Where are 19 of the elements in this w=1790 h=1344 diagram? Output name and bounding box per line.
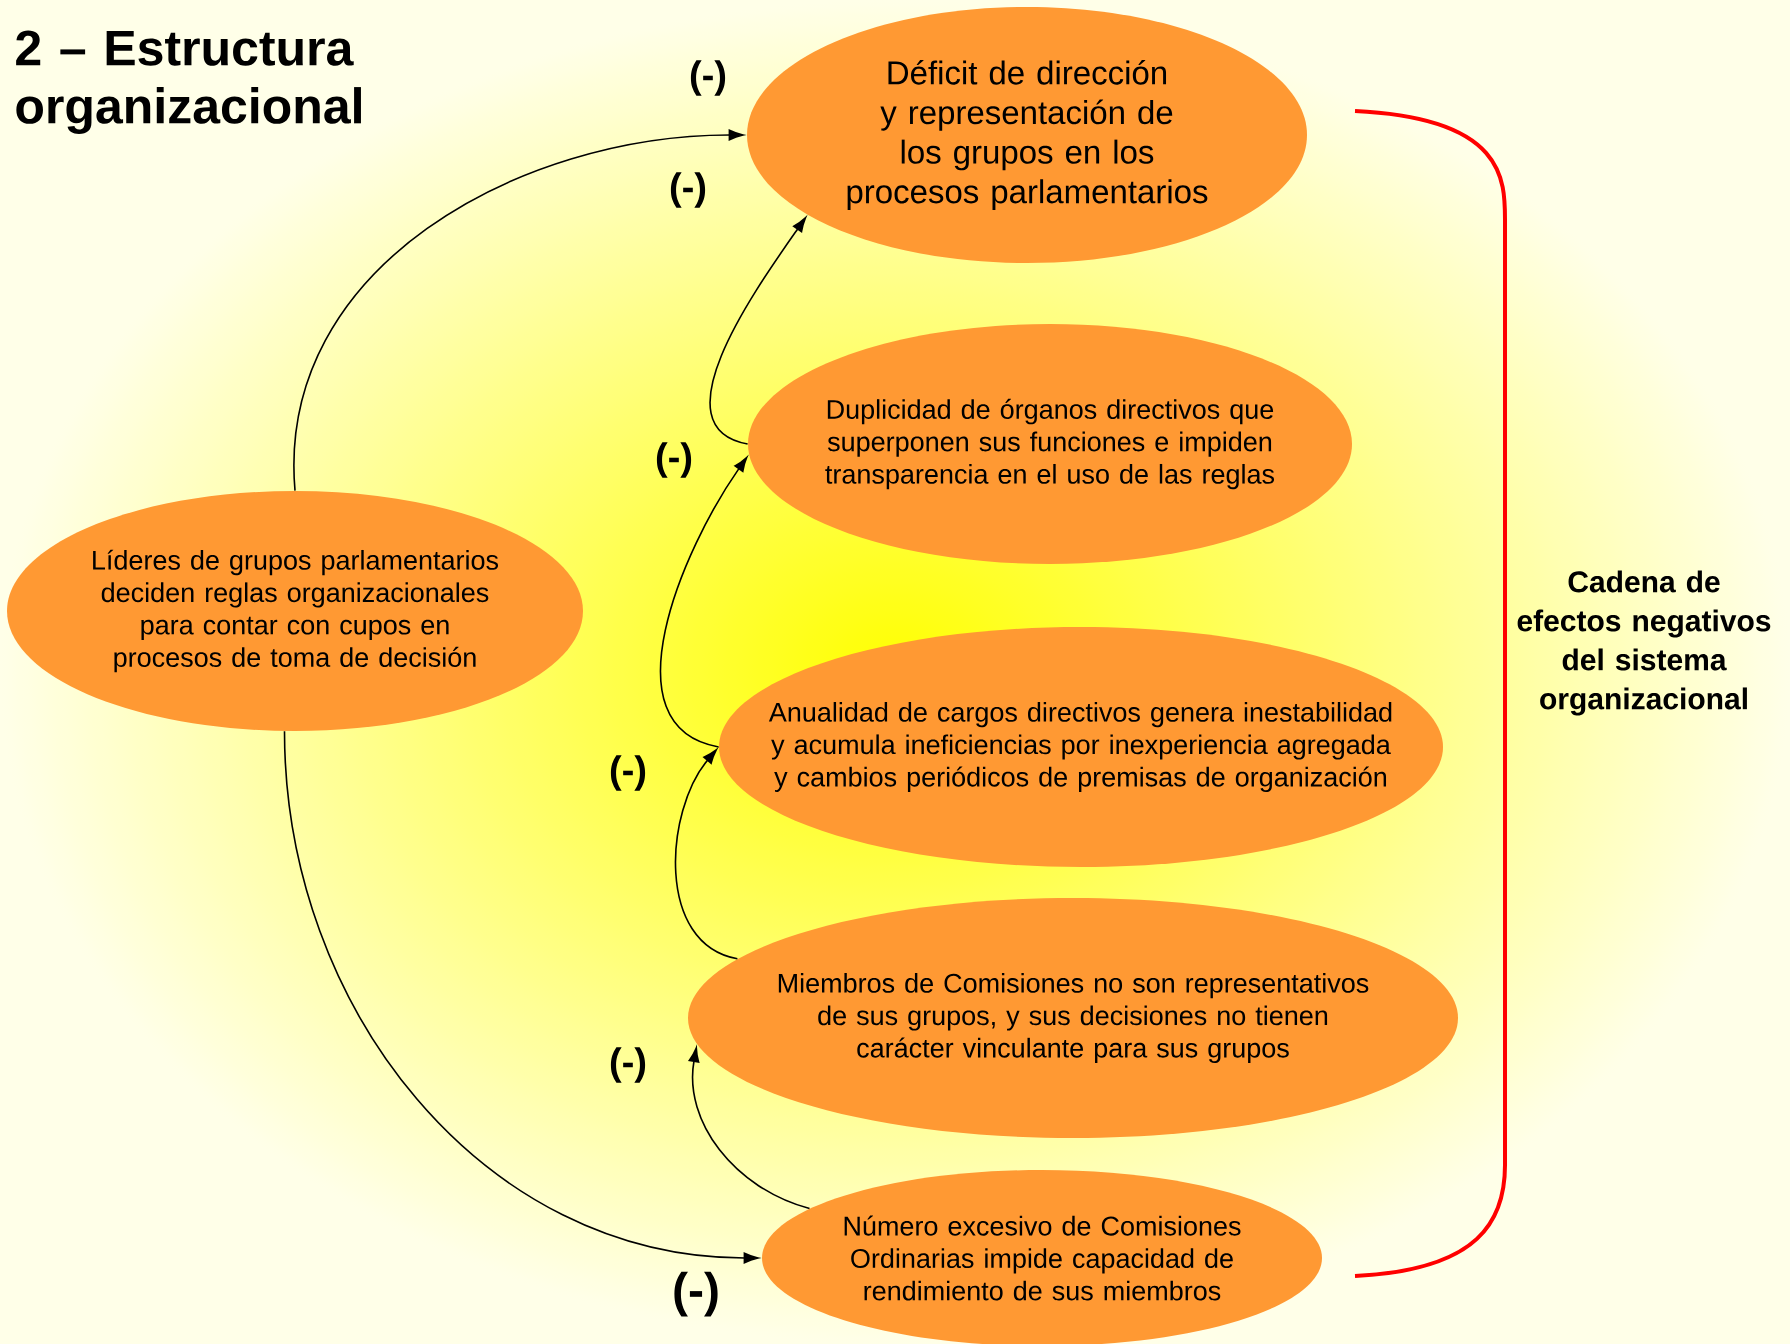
arrow xyxy=(283,730,759,1264)
ellipse-node: Duplicidad de órganos directivos que superponen sus funciones e impiden transparencia en el uso de las reglas xyxy=(748,324,1352,564)
ellipse-node: Déficit de dirección y representación de los grupos en los procesos parlamentarios xyxy=(747,7,1307,263)
title: 2 – Estructura organizacional xyxy=(16,30,361,134)
arrow xyxy=(660,456,748,748)
edge-label: (-) xyxy=(610,1047,646,1083)
ellipse-node: Miembros de Comisiones no son representativos de sus grupos, y sus decisiones no tienen carácter vinculante para sus grupos xyxy=(688,898,1458,1138)
edge-label: (-) xyxy=(674,1271,718,1317)
arrow xyxy=(294,129,744,492)
ellipse-node: Líderes de grupos parlamentarios deciden reglas organizacionales para contar con cupos en procesos de toma de decisión xyxy=(7,491,583,731)
bracket-label: Cadena de efectos negativos del sistema organizacional xyxy=(1517,570,1771,716)
edge-label: (-) xyxy=(656,442,692,478)
edge-label: (-) xyxy=(670,172,706,208)
edge-label: (-) xyxy=(610,755,646,791)
arrow xyxy=(709,217,807,445)
arrow xyxy=(688,1047,811,1210)
edge-label: (-) xyxy=(690,60,726,96)
arrow xyxy=(675,749,739,960)
ellipse-node: Anualidad de cargos directivos genera inestabilidad y acumula ineficiencias por inexperiencia agregada y cambios periódicos de premisas de organización xyxy=(719,627,1443,867)
